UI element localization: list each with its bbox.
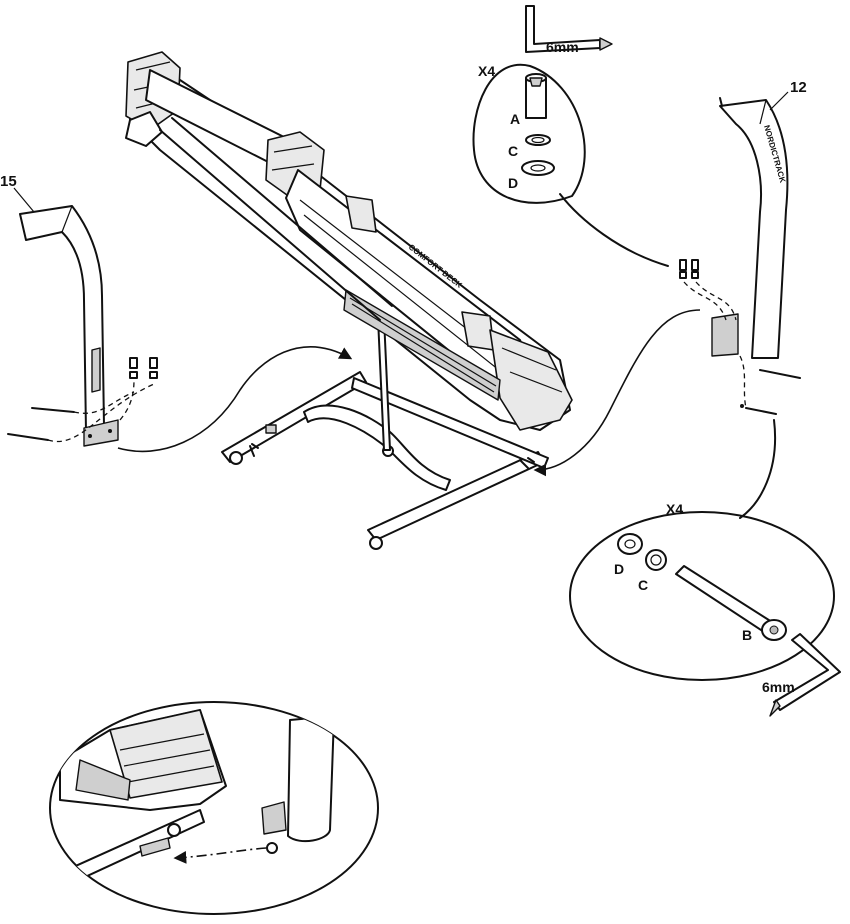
latch-detail-circle — [40, 702, 378, 914]
bottom-hardware-bubble: X4 D C B 6mm — [570, 420, 840, 716]
label-part-c-bottom: C — [638, 577, 648, 593]
label-part-d-bottom: D — [614, 561, 624, 577]
left-upright-15 — [8, 188, 157, 446]
part-number-12: 12 — [790, 79, 807, 96]
label-part-d-top: D — [508, 175, 518, 191]
top-quantity-label: X4 — [478, 63, 495, 79]
label-part-c-top: C — [508, 143, 518, 159]
bottom-quantity-label: X4 — [666, 501, 683, 517]
right-upright-12: NORDICTRACK — [680, 92, 800, 414]
bottom-wrench-size-label: 6mm — [762, 679, 795, 695]
label-part-b: B — [742, 627, 752, 643]
top-hardware-bubble: X4 6mm A C D — [473, 6, 668, 266]
label-part-a: A — [510, 111, 520, 127]
top-wrench-size-label: 6mm — [546, 39, 579, 55]
part-number-15: 15 — [0, 173, 17, 190]
